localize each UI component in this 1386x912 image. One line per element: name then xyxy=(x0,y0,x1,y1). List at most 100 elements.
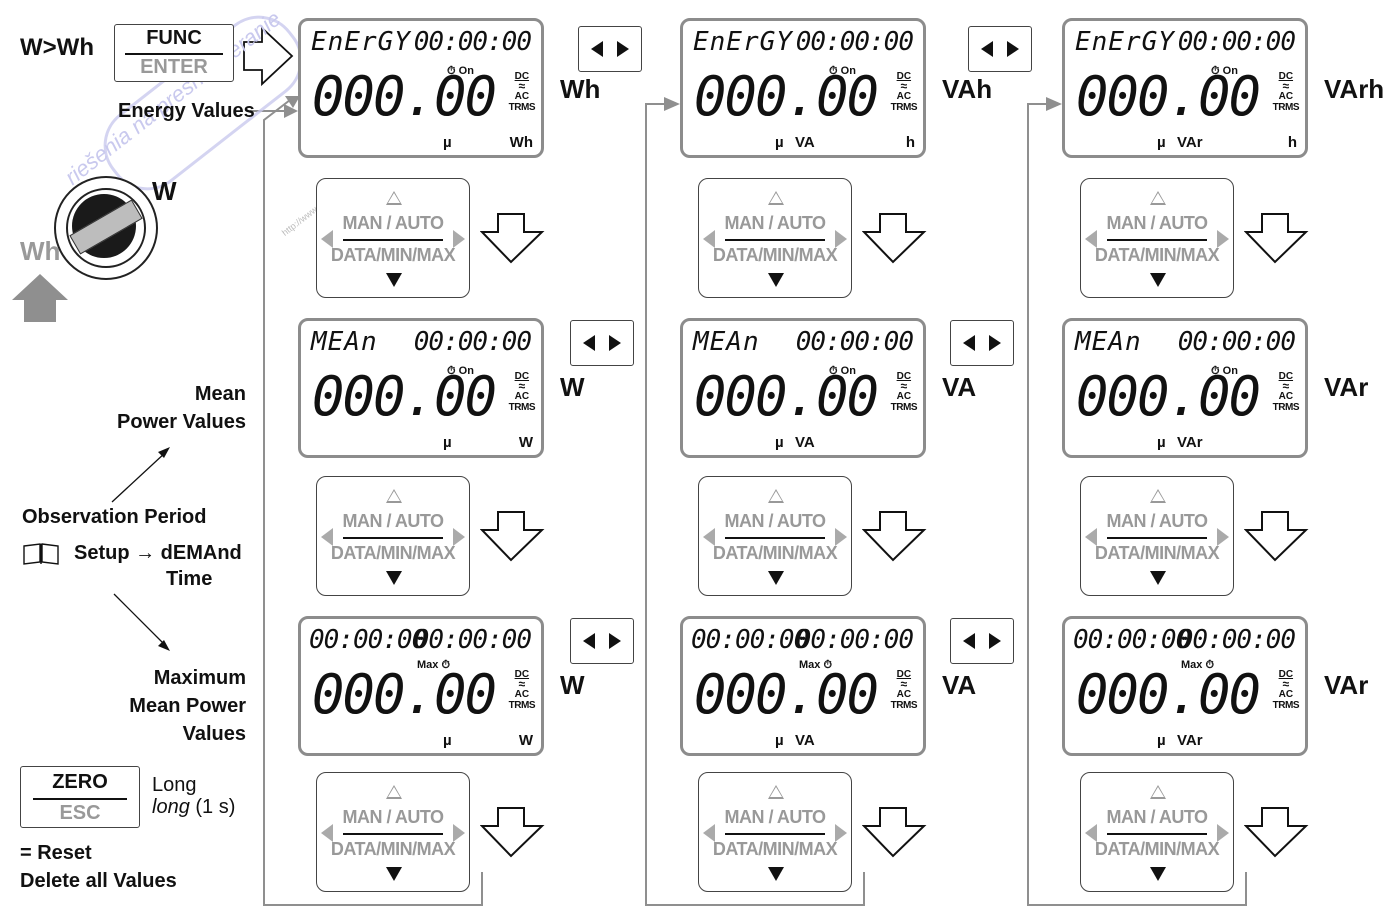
lcd-unit-mid: VA xyxy=(795,434,815,451)
func-enter-key[interactable]: FUNC ENTER xyxy=(114,24,234,82)
left-right-button[interactable] xyxy=(950,618,1014,664)
left-right-button[interactable] xyxy=(570,320,634,366)
lcd-main-value: 000.00 xyxy=(312,65,495,128)
setup-demand-label: Setup → dEMAnd xyxy=(74,542,242,565)
lcd-ac-label: AC xyxy=(1273,689,1299,700)
left-triangle-icon xyxy=(321,230,333,248)
lcd-time: 00:00:00 xyxy=(796,625,913,655)
man-auto-label: MAN / AUTO xyxy=(1081,213,1233,234)
lcd-ac-label: AC xyxy=(1273,391,1299,402)
arrow-right-icon xyxy=(617,41,629,57)
left-right-button[interactable] xyxy=(570,618,634,664)
time-label: Time xyxy=(166,568,212,591)
arrow-left-icon xyxy=(583,335,595,351)
down-triangle-icon xyxy=(1150,571,1166,585)
lcd-ac-label: AC xyxy=(509,91,535,102)
lcd-mode-word: EnErGY xyxy=(1075,27,1175,57)
zero-label: ZERO xyxy=(21,771,139,794)
left-right-button[interactable] xyxy=(968,26,1032,72)
observation-period-label: Observation Period xyxy=(22,506,207,529)
delete-values-label: Delete all Values xyxy=(20,870,177,893)
lcd-display: EnErGY00:00:00⏱ On000.00DC≈ACTRMSµWh xyxy=(298,18,544,158)
display-unit-label: W xyxy=(560,670,585,701)
lcd-main-value: 000.00 xyxy=(1076,65,1259,128)
panel-divider xyxy=(1107,239,1207,241)
enter-label: ENTER xyxy=(115,56,233,79)
arrow-left-icon xyxy=(583,633,595,649)
lcd-mode-word: MEAn xyxy=(693,327,760,357)
lcd-micro-prefix: µ xyxy=(1157,434,1166,451)
down-arrow-icon xyxy=(862,212,928,264)
left-triangle-icon xyxy=(1085,824,1097,842)
up-triangle-icon xyxy=(386,489,402,503)
lcd-micro-prefix: µ xyxy=(1157,732,1166,749)
lcd-main-value: 000.00 xyxy=(694,663,877,726)
down-triangle-icon xyxy=(1150,867,1166,881)
lcd-time: 00:00:00 xyxy=(1178,27,1295,57)
lcd-tilde-icon: ≈ xyxy=(509,382,535,391)
data-min-max-label: DATA/MIN/MAX xyxy=(1081,543,1233,564)
switch-w-label: W xyxy=(152,176,177,207)
left-triangle-icon xyxy=(1085,528,1097,546)
right-triangle-icon xyxy=(1217,528,1229,546)
rotary-switch-icon[interactable] xyxy=(54,176,158,280)
zero-esc-key[interactable]: ZERO ESC xyxy=(20,766,140,828)
lcd-unit-mid: VAr xyxy=(1177,134,1203,151)
up-triangle-icon xyxy=(768,489,784,503)
left-triangle-icon xyxy=(703,824,715,842)
data-min-max-label: DATA/MIN/MAX xyxy=(699,245,851,266)
panel-divider xyxy=(1107,537,1207,539)
left-right-button[interactable] xyxy=(578,26,642,72)
lcd-tilde-icon: ≈ xyxy=(1273,680,1299,689)
lcd-time-left: 00:00:00 xyxy=(691,625,808,655)
lcd-micro-prefix: µ xyxy=(1157,134,1166,151)
display-unit-label: VAh xyxy=(942,74,992,105)
reset-label: = Reset xyxy=(20,842,92,865)
lcd-time: 00:00:00 xyxy=(796,327,913,357)
data-min-max-label: DATA/MIN/MAX xyxy=(699,543,851,564)
panel-divider xyxy=(343,239,443,241)
lcd-unit-mid: VA xyxy=(795,134,815,151)
left-right-button[interactable] xyxy=(950,320,1014,366)
key-divider xyxy=(125,53,223,55)
lcd-trms-label: TRMS xyxy=(1273,402,1299,413)
esc-label: ESC xyxy=(21,802,139,825)
lcd-micro-prefix: µ xyxy=(775,434,784,451)
lcd-ac-label: AC xyxy=(1273,91,1299,102)
panel-divider xyxy=(725,239,825,241)
lcd-trms-label: TRMS xyxy=(891,402,917,413)
right-triangle-icon xyxy=(1217,230,1229,248)
lcd-time-left: 00:00:00 xyxy=(1073,625,1190,655)
lcd-tilde-icon: ≈ xyxy=(509,82,535,91)
panel-divider xyxy=(343,537,443,539)
up-triangle-icon xyxy=(768,191,784,205)
down-triangle-icon xyxy=(386,273,402,287)
lcd-display: EnErGY00:00:00⏱ On000.00DC≈ACTRMSµVArh xyxy=(1062,18,1308,158)
arrow-left-icon xyxy=(591,41,603,57)
man-auto-label: MAN / AUTO xyxy=(699,807,851,828)
lcd-main-value: 000.00 xyxy=(312,663,495,726)
right-triangle-icon xyxy=(835,230,847,248)
down-arrow-icon xyxy=(1244,212,1310,264)
data-min-max-label: DATA/MIN/MAX xyxy=(1081,839,1233,860)
panel-divider xyxy=(725,537,825,539)
arrow-left-icon xyxy=(981,41,993,57)
lcd-mode-word: EnErGY xyxy=(311,27,411,57)
lcd-trms-label: TRMS xyxy=(1273,700,1299,711)
man-auto-label: MAN / AUTO xyxy=(317,807,469,828)
lcd-display: MEAn00:00:00⏱ On000.00DC≈ACTRMSµW xyxy=(298,318,544,458)
display-unit-label: Wh xyxy=(560,74,600,105)
switch-wh-label: Wh xyxy=(20,236,60,267)
data-min-max-label: DATA/MIN/MAX xyxy=(317,543,469,564)
